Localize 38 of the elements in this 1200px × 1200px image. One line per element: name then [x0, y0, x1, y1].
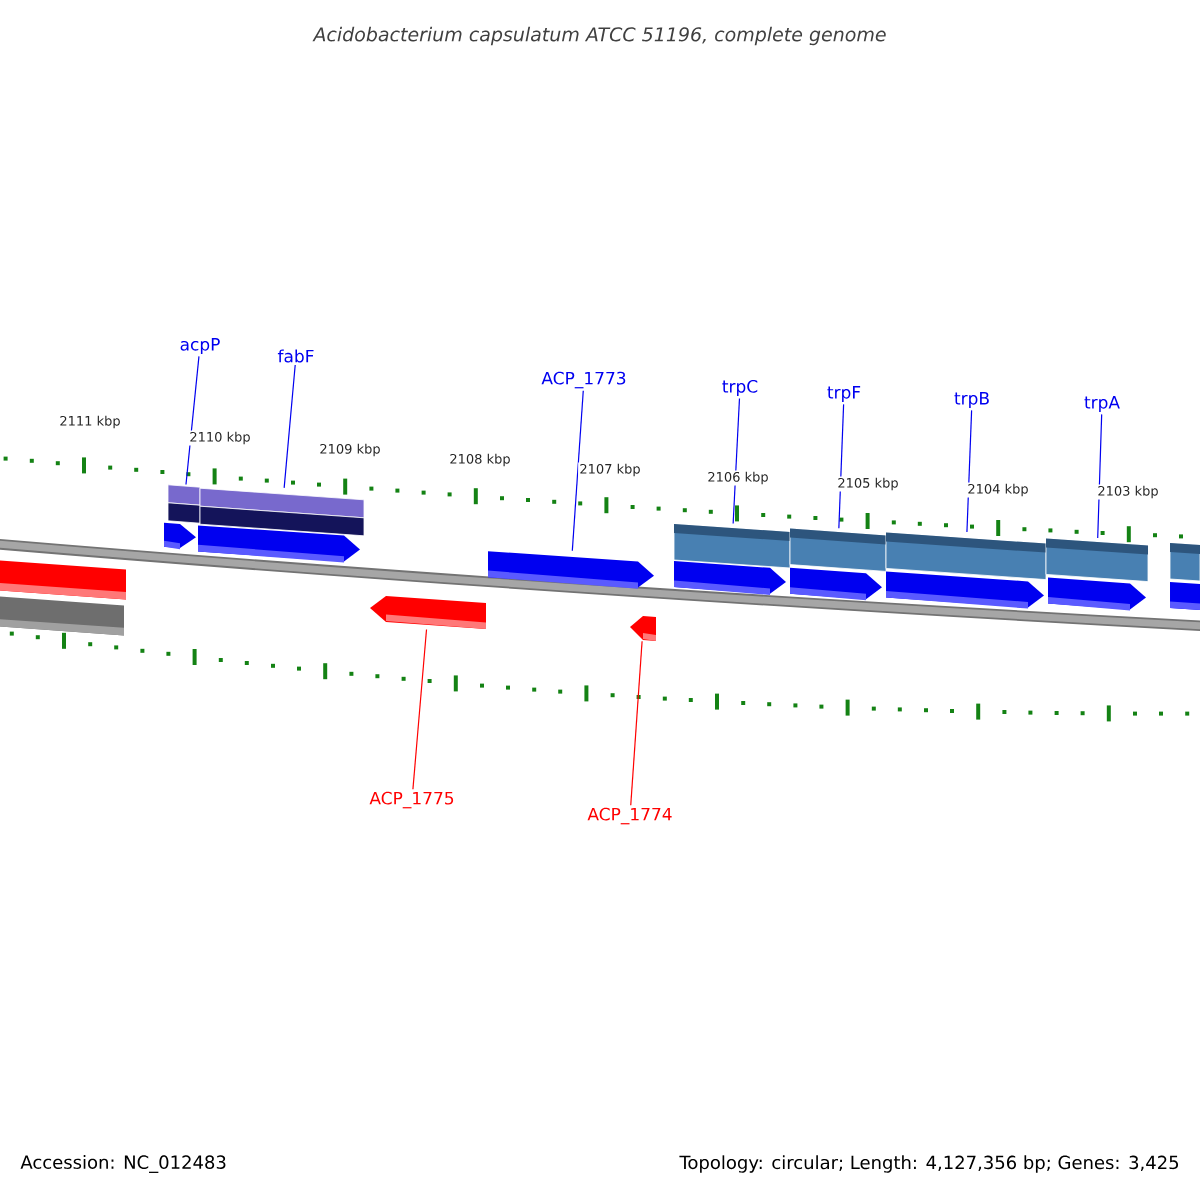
feature-bar	[167, 484, 201, 524]
gene-label: acpP	[180, 338, 220, 354]
gene-label: trpC	[722, 379, 758, 397]
feature-bar	[199, 487, 365, 537]
gene-label: trpB	[954, 392, 989, 408]
gene-block	[370, 596, 486, 629]
gene-block	[630, 616, 656, 641]
genome-info-text: Topology: circular; Length: 4,127,356 bp; Genes: 3,425	[679, 1155, 1179, 1173]
gene-label: ACP_1773	[541, 371, 626, 389]
gene-block	[0, 596, 124, 636]
leader-line	[966, 409, 973, 533]
feature-bar	[789, 528, 887, 572]
gene-block	[164, 522, 196, 550]
leader-line	[571, 390, 584, 552]
gene-label: ACP_1775	[369, 791, 454, 809]
leader-line	[283, 364, 296, 489]
gene-block	[1170, 582, 1200, 610]
leader-line	[732, 397, 741, 525]
accession-text: Accession: NC_012483	[20, 1155, 226, 1173]
gene-block	[0, 560, 126, 600]
gene-block	[1048, 577, 1146, 611]
feature-bar	[885, 532, 1047, 580]
leader-line	[630, 640, 643, 806]
feature-bar	[1045, 538, 1149, 582]
feature-bar	[673, 523, 791, 569]
title: Acidobacterium capsulatum ATCC 51196, complete genome	[312, 26, 886, 46]
gene-label: ACP_1774	[587, 807, 672, 825]
gene-block	[674, 561, 786, 595]
gene-block	[790, 567, 882, 601]
leader-line	[838, 403, 845, 529]
gene-label: trpA	[1084, 396, 1120, 412]
feature-bar	[1169, 542, 1200, 582]
gene-label: trpF	[827, 386, 861, 402]
gene-label: fabF	[277, 349, 314, 363]
gene-block	[886, 571, 1044, 609]
leader-line	[1097, 413, 1103, 539]
leader-line	[412, 628, 428, 790]
gene-block	[488, 551, 654, 589]
